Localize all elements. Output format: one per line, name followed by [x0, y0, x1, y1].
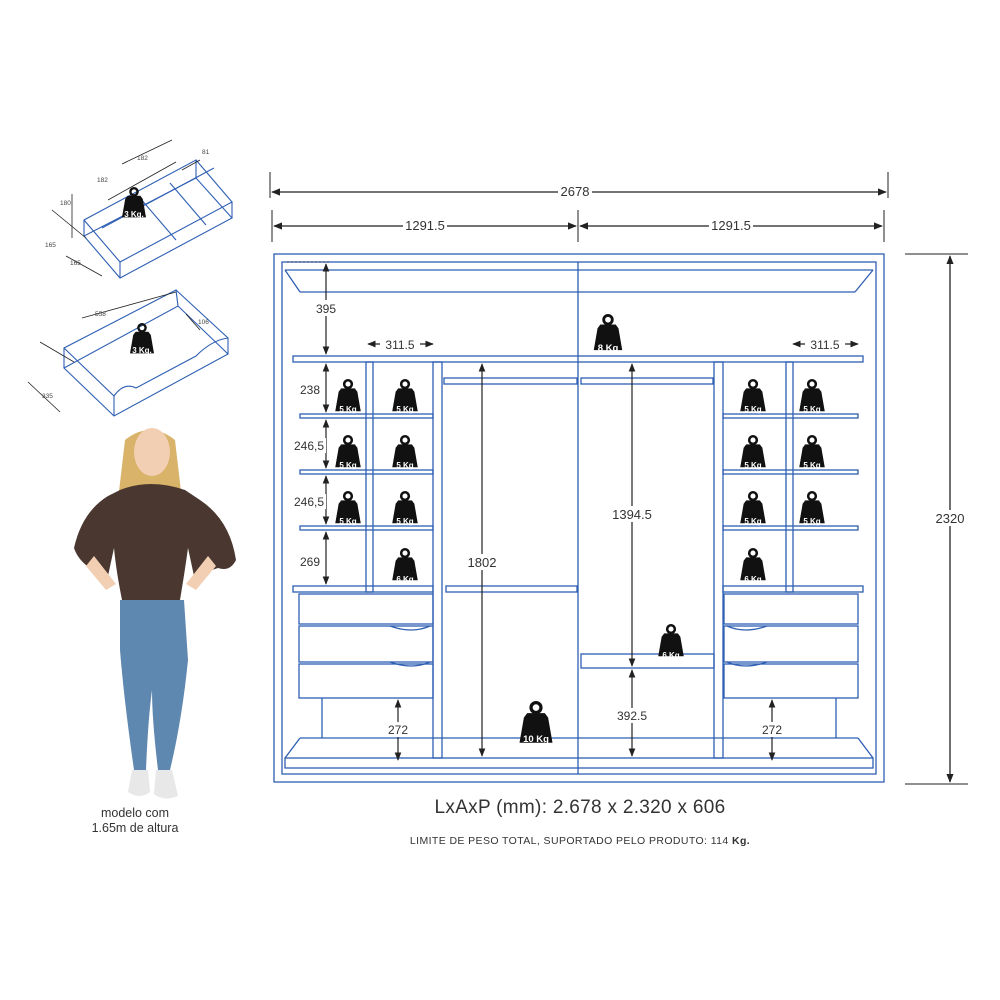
inner-dimension-lines: 395 311.5 311.5 238 246,5 246,5 269 1802… — [287, 261, 859, 761]
top-dimension-lines: 2678 1291.5 1291.5 2320 — [269, 172, 968, 785]
weight-icon-r6: 5 Kg — [797, 490, 827, 526]
svg-text:335: 335 — [42, 393, 53, 400]
weight-icon-r5: 5 Kg — [738, 490, 768, 526]
weight-icon-r4: 5 Kg — [797, 434, 827, 470]
weight-icon-l6: 5 Kg — [390, 490, 420, 526]
svg-text:5 Kg: 5 Kg — [803, 461, 820, 470]
svg-text:6 Kg: 6 Kg — [662, 651, 679, 660]
half-width-right-label: 1291.5 — [711, 218, 751, 233]
svg-text:182: 182 — [97, 177, 108, 184]
weight-icon-r2: 5 Kg — [797, 378, 827, 414]
svg-text:5 Kg: 5 Kg — [396, 405, 413, 414]
model-person-figure — [74, 428, 236, 799]
weight-icon-r3: 5 Kg — [738, 434, 768, 470]
weight-icon-l7: 6 Kg — [390, 547, 420, 584]
weight-icon-drawer-large: 3 Kg. — [128, 322, 156, 355]
weight-icon-r1: 5 Kg — [738, 378, 768, 414]
svg-text:5 Kg: 5 Kg — [803, 517, 820, 526]
svg-text:8 Kg: 8 Kg — [598, 343, 619, 354]
shelf-h1-label: 238 — [300, 383, 320, 397]
weight-icons: 8 Kg 5 Kg 5 Kg 5 Kg 5 Kg 5 Kg 5 Kg 6 Kg … — [333, 313, 827, 745]
svg-text:5 Kg: 5 Kg — [339, 517, 356, 526]
weight-icon-l4: 5 Kg — [390, 434, 420, 470]
svg-text:165: 165 — [70, 260, 81, 267]
drawer-small-diagram: 182 182 81 180 165 165 3 Kg. — [45, 139, 233, 279]
svg-text:5 Kg: 5 Kg — [744, 517, 761, 526]
shelf-width-right-label: 311.5 — [810, 338, 839, 352]
svg-text:3 Kg.: 3 Kg. — [132, 346, 152, 355]
weight-icon-l3: 5 Kg — [333, 434, 363, 470]
half-width-left-label: 1291.5 — [405, 218, 445, 233]
base-left-label: 272 — [388, 723, 408, 737]
weight-icon-hanger-lower: 6 Kg — [656, 623, 686, 660]
weight-limit-unit: Kg. — [731, 835, 751, 847]
svg-text:5 Kg: 5 Kg — [744, 461, 761, 470]
shelf-h4-label: 269 — [300, 555, 320, 569]
svg-text:10 Kg: 10 Kg — [523, 734, 549, 745]
weight-icon-floor: 10 Kg — [520, 703, 553, 745]
weight-icon-l1: 5 Kg — [333, 378, 363, 414]
top-niche-label: 395 — [316, 302, 336, 316]
total-height-label: 2320 — [936, 511, 965, 526]
svg-text:5 Kg: 5 Kg — [803, 405, 820, 414]
weight-icon-l5: 5 Kg — [333, 490, 363, 526]
lower-shelf-label: 392.5 — [617, 709, 647, 723]
svg-text:6 Kg: 6 Kg — [744, 575, 761, 584]
dimensions-caption: LxAxP (mm): 2.678 x 2.320 x 606 — [434, 797, 726, 818]
drawer-large-diagram: 558 106 335 3 Kg. — [27, 289, 229, 417]
svg-text:3 Kg.: 3 Kg. — [124, 210, 144, 219]
svg-text:6 Kg: 6 Kg — [396, 575, 413, 584]
model-caption-line2: 1.65m de altura — [91, 821, 179, 835]
wardrobe-outline — [273, 253, 885, 783]
weight-icon-drawer-small: 3 Kg. — [120, 186, 148, 219]
svg-text:180: 180 — [60, 200, 71, 207]
total-width-label: 2678 — [561, 184, 590, 199]
shelf-h2-label: 246,5 — [294, 439, 324, 453]
weight-icon-top-center: 8 Kg — [592, 313, 624, 354]
svg-text:558: 558 — [95, 311, 106, 318]
svg-text:182: 182 — [137, 155, 148, 162]
svg-text:5 Kg: 5 Kg — [396, 517, 413, 526]
svg-text:5 Kg: 5 Kg — [339, 405, 356, 414]
svg-text:5 Kg: 5 Kg — [339, 461, 356, 470]
svg-text:5 Kg: 5 Kg — [396, 461, 413, 470]
shelf-h3-label: 246,5 — [294, 495, 324, 509]
base-right-label: 272 — [762, 723, 782, 737]
svg-text:5 Kg: 5 Kg — [744, 405, 761, 414]
svg-text:106: 106 — [198, 319, 209, 326]
hanger-long-label: 1802 — [468, 555, 497, 570]
svg-text:81: 81 — [202, 149, 210, 156]
weight-icon-l2: 5 Kg — [390, 378, 420, 414]
hanger-right-label: 1394.5 — [612, 507, 652, 522]
weight-limit-caption: LIMITE DE PESO TOTAL, SUPORTADO PELO PRO… — [330, 835, 830, 847]
weight-limit-text: LIMITE DE PESO TOTAL, SUPORTADO PELO PRO… — [409, 835, 729, 847]
weight-icon-r7: 6 Kg — [738, 547, 768, 584]
svg-text:165: 165 — [45, 242, 56, 249]
model-caption-line1: modelo com — [100, 806, 170, 820]
shelf-width-left-label: 311.5 — [385, 338, 414, 352]
